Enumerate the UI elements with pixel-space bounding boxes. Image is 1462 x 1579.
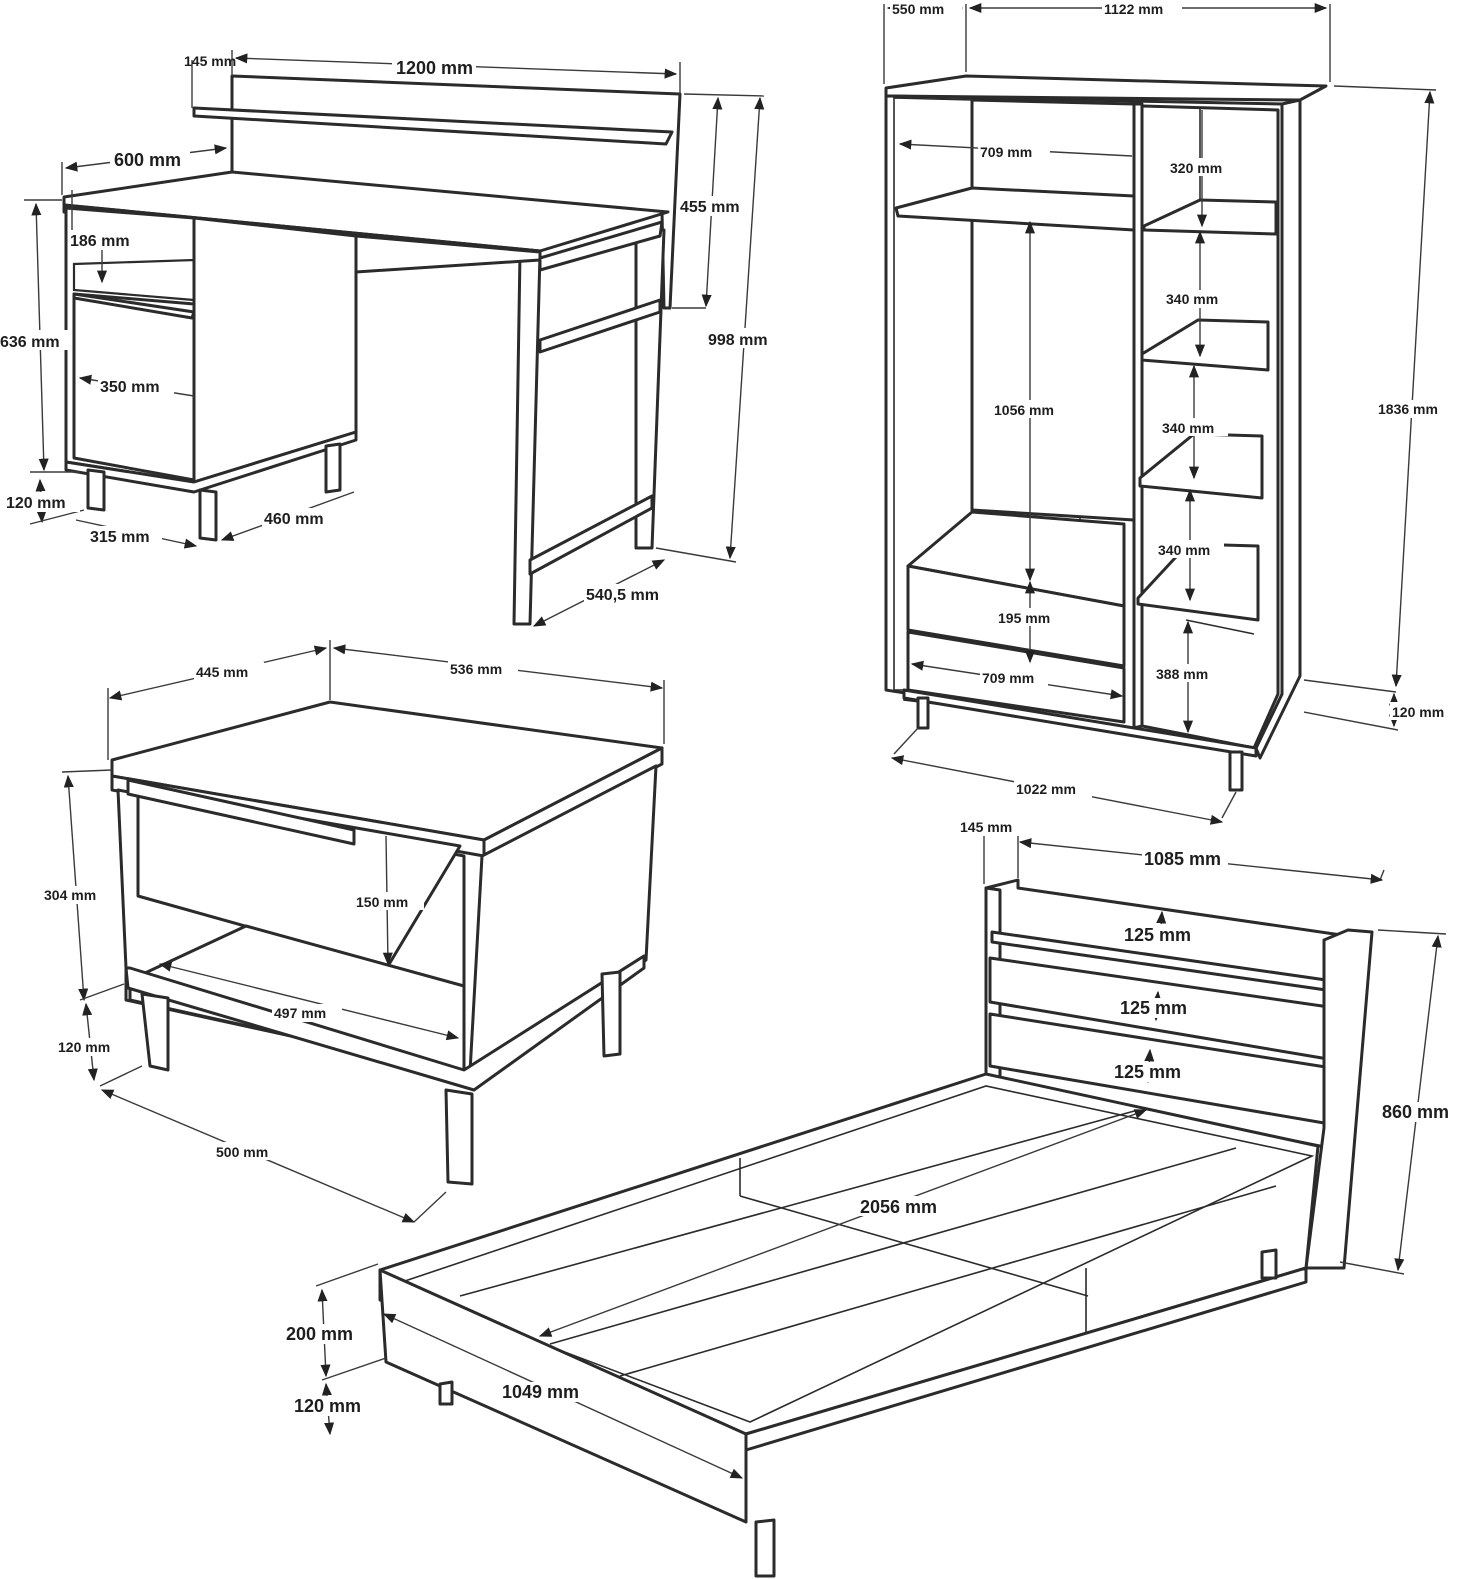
- wardrobe-dim-height: 1836 mm: [1378, 401, 1438, 417]
- desk-dim-460: 460 mm: [264, 511, 324, 528]
- wardrobe-dim-340b: 340 mm: [1162, 420, 1214, 436]
- desk-dim-315: 315 mm: [90, 529, 150, 546]
- desk-dim-186: 186 mm: [70, 233, 130, 250]
- desk-dim-width: 1200 mm: [396, 58, 473, 78]
- bed-dim-length: 2056 mm: [860, 1197, 937, 1217]
- wardrobe-dim-1056: 1056 mm: [994, 402, 1054, 418]
- desk-dim-998: 998 mm: [708, 332, 768, 349]
- nightstand-dim-height: 304 mm: [44, 887, 96, 903]
- bed-dim-frame-h: 200 mm: [286, 1324, 353, 1344]
- wardrobe-drawing: [884, 74, 1328, 792]
- nightstand-dim-inner: 497 mm: [274, 1005, 326, 1021]
- wardrobe-dim-depth: 550 mm: [892, 1, 944, 17]
- desk-drawing: [62, 74, 682, 626]
- wardrobe-labels: 550 mm 1122 mm 709 mm 320 mm 340 mm 1056…: [890, 0, 1454, 798]
- desk-dim-350: 350 mm: [100, 379, 160, 396]
- bed-dim-slat2: 125 mm: [1120, 998, 1187, 1018]
- nightstand-dim-width: 536 mm: [450, 661, 502, 677]
- bed-dim-slat1: 125 mm: [1124, 925, 1191, 945]
- bed-dim-slat3: 125 mm: [1114, 1062, 1181, 1082]
- wardrobe-dim-340a: 340 mm: [1166, 291, 1218, 307]
- nightstand-labels: 445 mm 536 mm 304 mm 150 mm 497 mm 120 m…: [42, 660, 518, 1160]
- bed-dim-head-height: 860 mm: [1382, 1102, 1449, 1122]
- bed-dim-legs: 120 mm: [294, 1396, 361, 1416]
- nightstand-dim-drawer: 150 mm: [356, 894, 408, 910]
- desk-dim-depth: 600 mm: [114, 150, 181, 170]
- wardrobe-dim-340c: 340 mm: [1158, 542, 1210, 558]
- nightstand-dim-depth: 445 mm: [196, 664, 248, 680]
- nightstand-dim-legs: 120 mm: [58, 1039, 110, 1055]
- wardrobe-dim-width: 1122 mm: [1104, 1, 1163, 17]
- bed-dim-width: 1085 mm: [1144, 849, 1221, 869]
- bed-dim-145: 145 mm: [960, 819, 1012, 835]
- wardrobe-dim-drawer-w: 709 mm: [982, 670, 1034, 686]
- desk-dim-455: 455 mm: [680, 199, 740, 216]
- desk-dim-145: 145 mm: [184, 53, 236, 69]
- wardrobe-dim-base: 1022 mm: [1016, 781, 1076, 797]
- nightstand-dim-base: 500 mm: [216, 1144, 268, 1160]
- wardrobe-dim-388: 388 mm: [1156, 666, 1208, 682]
- desk-dim-legs: 120 mm: [6, 495, 66, 512]
- desk-dim-636: 636 mm: [0, 334, 60, 351]
- wardrobe-dim-709-top: 709 mm: [980, 144, 1032, 160]
- wardrobe-dim-legs: 120 mm: [1392, 704, 1444, 720]
- desk-dim-540: 540,5 mm: [586, 587, 659, 604]
- bed-dim-inner-w: 1049 mm: [502, 1382, 579, 1402]
- bed-labels: 145 mm 1085 mm 125 mm 125 mm 125 mm 860 …: [284, 818, 1456, 1416]
- wardrobe-dim-drawer-h: 195 mm: [998, 610, 1050, 626]
- wardrobe-dim-320: 320 mm: [1170, 160, 1222, 176]
- desk-labels: 145 mm 1200 mm 600 mm 455 mm 186 mm 636 …: [0, 53, 780, 604]
